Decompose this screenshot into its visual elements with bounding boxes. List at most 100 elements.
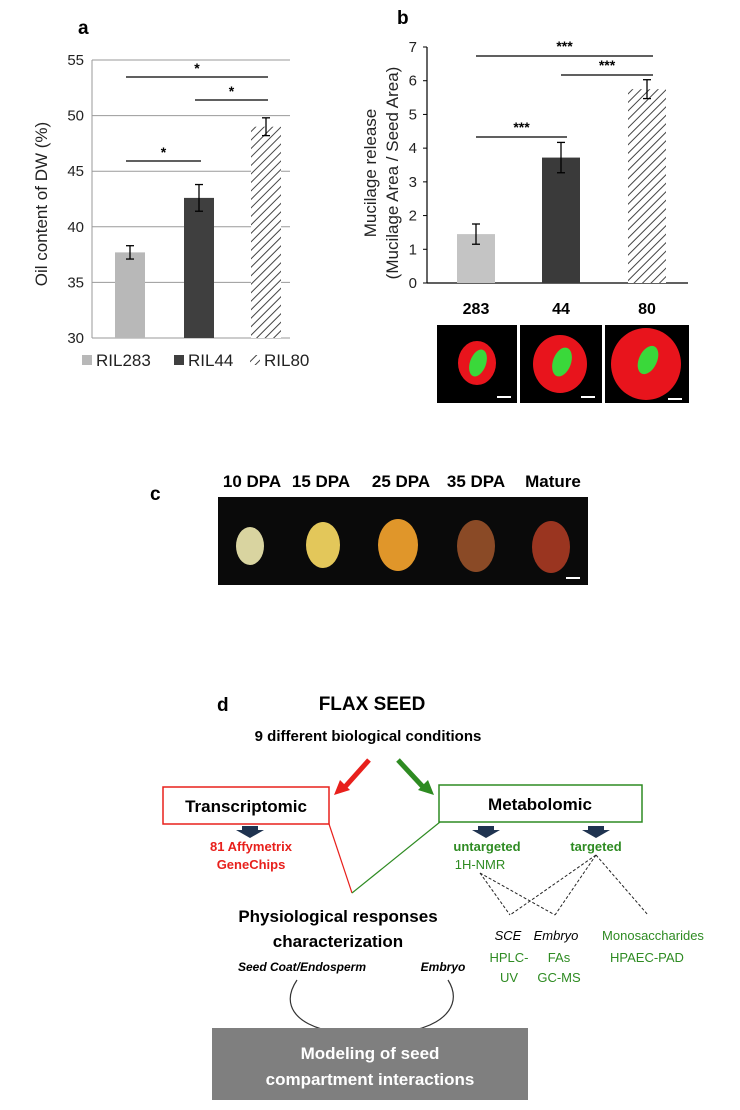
scale-bar: [668, 398, 682, 400]
red-connector: [328, 823, 353, 894]
legend-label: RIL283: [96, 351, 151, 370]
seed-coat-label: Seed Coat/Endosperm: [238, 960, 366, 974]
fas-label: FAs: [548, 950, 571, 965]
gcms-label: GC-MS: [537, 970, 581, 985]
legend-label: RIL80: [264, 351, 309, 370]
y-tick-label: 5: [409, 106, 417, 123]
metabolomic-label: Metabolomic: [488, 795, 592, 814]
down-arrow-icon: [582, 826, 610, 838]
genechips-label: GeneChips: [217, 857, 286, 872]
flax-seed-title: FLAX SEED: [319, 694, 426, 715]
hplc-label: HPLC-: [489, 950, 528, 965]
panel-a-letter: a: [78, 18, 89, 39]
targeted-label: targeted: [570, 839, 621, 854]
stage-label: 35 DPA: [447, 472, 505, 491]
y-tick-label: 3: [409, 174, 417, 191]
monosaccharides-label: Monosaccharides: [602, 928, 704, 943]
compartment-curve: [289, 979, 454, 1034]
significance-mark: *: [194, 60, 200, 76]
seed-35dpa: [457, 520, 495, 572]
dashed-connectors: [479, 854, 649, 916]
panel-c-seed-strip: [218, 497, 588, 585]
seed-image-80: [605, 325, 689, 403]
stage-label: 25 DPA: [372, 472, 430, 491]
panel-c-stage-labels: 10 DPA 15 DPA 25 DPA 35 DPA Mature: [223, 472, 581, 491]
legend-swatch: [250, 355, 260, 365]
seed-region: [552, 347, 572, 377]
affymetrix-label: 81 Affymetrix: [210, 839, 293, 854]
y-tick-label: 7: [409, 39, 417, 56]
modeling-label-line1: Modeling of seed: [301, 1044, 440, 1063]
navy-arrows: [236, 826, 610, 838]
seed-region: [637, 345, 659, 375]
modeling-box: [212, 1028, 528, 1100]
seed-image-283: [437, 325, 517, 403]
y-axis-label-line2: (Mucilage Area / Seed Area): [383, 67, 402, 280]
panel-d-letter: d: [217, 695, 229, 716]
sce-label: SCE: [495, 928, 522, 943]
seed-region: [469, 349, 487, 377]
red-arrow-head: [334, 780, 350, 795]
y-tick-label: 35: [67, 274, 84, 291]
seed-mature: [532, 521, 570, 573]
legend-swatch: [82, 355, 92, 365]
bar-44: [542, 157, 580, 283]
metabolomic-box: [438, 784, 643, 823]
significance-mark: ***: [599, 57, 616, 73]
physiological-label: Physiological responses: [238, 907, 437, 926]
bar-RIL44: [184, 197, 214, 338]
transcriptomic-box: [162, 786, 330, 825]
seed-15dpa: [306, 522, 340, 568]
characterization-label: characterization: [273, 932, 403, 951]
x-tick-label: 283: [463, 301, 490, 318]
significance-mark: ***: [513, 119, 530, 135]
seed-10dpa: [236, 527, 264, 565]
y-axis-label: Oil content of DW (%): [32, 122, 51, 286]
scale-bar: [581, 396, 595, 398]
red-arrow: [342, 758, 371, 790]
uv-label: UV: [500, 970, 518, 985]
significance-mark: ***: [556, 38, 573, 54]
y-tick-label: 50: [67, 108, 84, 125]
embryo-label: Embryo: [421, 960, 466, 974]
untargeted-label: untargeted: [453, 839, 520, 854]
down-arrow-icon: [236, 826, 264, 838]
y-axis-label-line1: Mucilage release: [361, 109, 380, 238]
modeling-label-line2: compartment interactions: [266, 1070, 475, 1089]
nmr-label: 1H-NMR: [455, 857, 506, 872]
scale-bar: [566, 577, 580, 579]
y-tick-label: 0: [409, 275, 417, 292]
y-tick-label: 4: [409, 140, 417, 157]
y-tick-label: 40: [67, 219, 84, 236]
green-connector: [351, 821, 441, 894]
x-tick-label: 44: [552, 301, 570, 318]
legend-label: RIL44: [188, 351, 233, 370]
panel-c-letter: c: [150, 484, 161, 505]
panel-b-seed-images: [437, 325, 689, 403]
panel-b-letter: b: [397, 8, 409, 29]
x-tick-label: 80: [638, 301, 656, 318]
bar-RIL283: [115, 252, 145, 338]
green-arrow-head: [418, 780, 434, 795]
conditions-subtitle: 9 different biological conditions: [255, 728, 482, 745]
hpaec-label: HPAEC-PAD: [610, 950, 684, 965]
scale-bar: [497, 396, 511, 398]
stage-label: 15 DPA: [292, 472, 350, 491]
y-tick-label: 30: [67, 330, 84, 347]
y-tick-label: 1: [409, 241, 417, 258]
y-tick-label: 2: [409, 208, 417, 225]
transcriptomic-label: Transcriptomic: [185, 797, 307, 816]
bar-RIL80: [251, 126, 281, 338]
bar-80: [628, 89, 666, 284]
y-tick-label: 45: [67, 163, 84, 180]
y-tick-label: 6: [409, 73, 417, 90]
green-arrow: [396, 758, 426, 790]
significance-mark: *: [229, 83, 235, 99]
seed-image-44: [520, 325, 602, 403]
seed-25dpa: [378, 519, 418, 571]
significance-mark: *: [161, 144, 167, 160]
legend-swatch: [174, 355, 184, 365]
